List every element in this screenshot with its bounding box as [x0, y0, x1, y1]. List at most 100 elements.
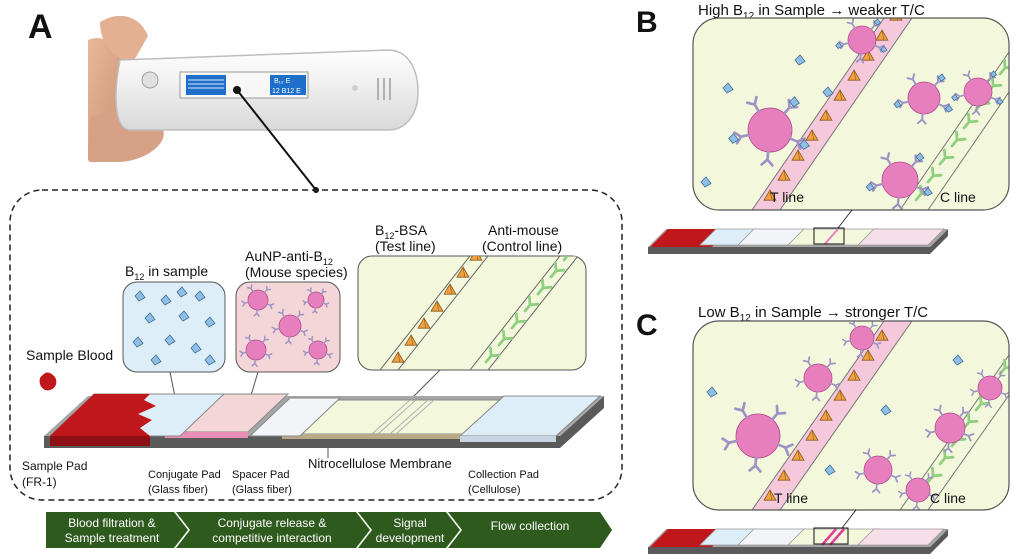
panel-b-strip	[648, 209, 948, 254]
antibody-icon	[916, 112, 927, 125]
b12-bsa-icon	[847, 369, 861, 381]
antibody-icon	[320, 288, 327, 295]
gold-nanoparticle-icon	[934, 412, 966, 444]
b12-molecule-icon	[176, 286, 188, 298]
antibody-icon	[943, 442, 953, 454]
strip-detail-frame	[9, 189, 623, 501]
anti-mouse-antibody-icon	[510, 312, 527, 330]
b12-molecule-icon	[915, 152, 925, 162]
svg-text:Anti-mouse: Anti-mouse	[488, 222, 559, 238]
antibody-icon	[277, 308, 286, 318]
antibody-icon	[302, 300, 309, 306]
antibody-icon	[733, 131, 750, 145]
antibody-icon	[285, 336, 292, 345]
antibody-icon	[874, 44, 885, 53]
b12-bsa-icon	[391, 351, 405, 363]
anti-mouse-antibody-icon	[523, 295, 540, 313]
antibody-icon	[912, 501, 921, 510]
b12-bsa-icon	[875, 29, 889, 41]
anti-mouse-antibody-icon	[938, 148, 955, 166]
antibody-icon	[904, 471, 913, 481]
gold-nanoparticle-icon	[847, 25, 877, 55]
gold-nanoparticle-icon	[863, 455, 893, 485]
anti-mouse-antibody-icon	[484, 346, 501, 364]
svg-text:(Mouse species): (Mouse species)	[245, 264, 348, 280]
step-4-line1: Flow collection	[491, 519, 570, 533]
antibody-icon	[830, 382, 841, 391]
panel-c-strip	[648, 509, 948, 554]
antibody-icon	[886, 450, 897, 461]
blood-drop-icon	[39, 372, 57, 391]
b-c-line-label: C line	[940, 189, 976, 205]
b12-molecule-icon	[194, 290, 206, 302]
b12-molecule-icon	[996, 97, 1004, 105]
antibody-icon	[776, 443, 794, 456]
antibody-icon	[299, 329, 308, 337]
panel-label-b: B	[636, 6, 658, 39]
gold-nanoparticle-icon	[747, 107, 793, 153]
panel-label-a: A	[28, 8, 53, 46]
c-t-line-label: T line	[774, 490, 808, 506]
gold-nanoparticle-icon	[963, 77, 993, 107]
step-1-line2: Sample treatment	[65, 531, 160, 545]
b12-bsa-icon	[847, 69, 861, 81]
b12-molecule-icon	[865, 182, 875, 192]
panel-label-c: C	[636, 309, 658, 342]
b12-molecule-icon	[989, 70, 998, 78]
antibody-icon	[748, 456, 762, 473]
b12-bsa-icon	[819, 109, 833, 121]
antibody-icon	[848, 321, 857, 329]
b12-molecule-icon	[700, 176, 712, 188]
svg-text:(Test line): (Test line)	[375, 238, 436, 254]
antibody-icon	[862, 448, 872, 459]
step-3-line1: Signal	[393, 516, 426, 530]
b12-molecule-icon	[144, 312, 156, 324]
antibody-icon	[962, 432, 975, 442]
sample-well	[141, 71, 159, 89]
antibody-icon	[871, 483, 881, 494]
antibody-icon	[306, 287, 313, 294]
b12-molecule-icon	[880, 404, 892, 416]
antibody-icon	[271, 326, 281, 334]
antibody-icon	[906, 73, 917, 86]
b12-bsa-icon	[805, 429, 819, 441]
antibody-icon	[1000, 391, 1009, 399]
b12-molecule-icon	[178, 310, 190, 322]
anti-mouse-antibody-icon	[962, 112, 979, 130]
antibody-icon	[266, 303, 275, 310]
antibody-icon	[928, 493, 938, 501]
c-c-line-label: C line	[930, 490, 966, 506]
step-arrow-3	[358, 512, 460, 548]
antibody-icon	[910, 154, 924, 168]
b12-molecule-icon	[951, 93, 959, 101]
b12-bsa-icon	[777, 469, 791, 481]
antibody-icon	[933, 75, 945, 87]
label-spacer-pad-1: Spacer Pad	[232, 469, 289, 481]
antibody-icon	[323, 336, 330, 344]
b12-molecule-icon	[134, 290, 146, 302]
antibody-icon	[855, 53, 865, 64]
antibody-icon	[264, 353, 273, 360]
antibody-icon	[854, 470, 866, 480]
antibody-icon	[870, 20, 881, 31]
b12-molecule-icon	[164, 334, 176, 346]
antibody-icon	[322, 302, 330, 308]
antibody-icon	[890, 474, 901, 483]
antibody-icon	[241, 300, 250, 307]
b12-bsa-icon	[430, 300, 444, 312]
anti-mouse-antibody-icon	[497, 329, 514, 347]
b12-bsa-icon	[443, 283, 457, 295]
antibody-icon	[313, 358, 320, 366]
antibody-icon	[261, 335, 270, 344]
antibody-icon	[841, 338, 852, 346]
svg-text:B12 in sample: B12 in sample	[125, 263, 208, 282]
b-t-line-label: T line	[770, 189, 804, 205]
antibody-icon	[244, 334, 252, 343]
gold-nanoparticle-icon	[849, 325, 875, 351]
anti-mouse-antibody-icon	[950, 130, 967, 148]
label-collection-pad-2: (Cellulose)	[468, 484, 521, 496]
b12-molecule-icon	[799, 139, 810, 150]
antibody-icon	[733, 401, 748, 419]
antibody-icon	[246, 284, 254, 293]
